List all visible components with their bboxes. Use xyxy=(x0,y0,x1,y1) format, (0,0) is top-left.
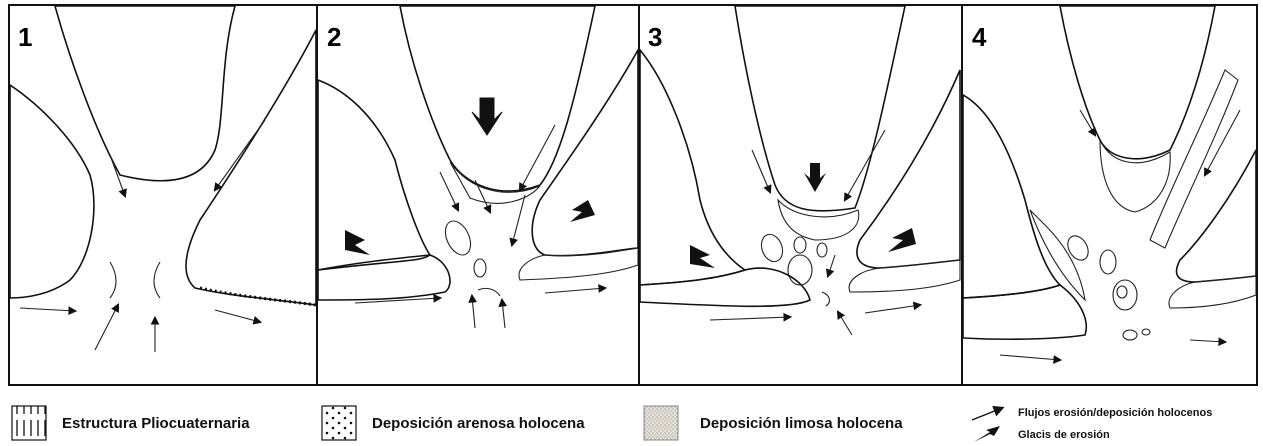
panel-4-number: 4 xyxy=(972,22,987,52)
panel-3-number: 3 xyxy=(648,22,662,52)
legend: Estructura Pliocuaternaria Deposición ar… xyxy=(12,406,1212,442)
panel-2: 2 xyxy=(318,6,638,328)
legend-glacis: Glacis de erosión xyxy=(974,426,1110,442)
legend-arenosa-label: Deposición arenosa holocena xyxy=(372,415,585,432)
legend-estructura-label: Estructura Pliocuaternaria xyxy=(62,415,250,432)
legend-limosa: Deposición limosa holocena xyxy=(644,406,903,440)
panel-1-number: 1 xyxy=(18,22,32,52)
legend-estructura: Estructura Pliocuaternaria xyxy=(12,406,250,440)
panel-2-number: 2 xyxy=(327,22,341,52)
legend-arenosa: Deposición arenosa holocena xyxy=(322,406,585,440)
legend-glacis-label: Glacis de erosión xyxy=(1018,429,1110,441)
panel-1: 1 xyxy=(10,6,316,352)
panel-3: 3 xyxy=(640,6,960,335)
legend-flujos-label: Flujos erosión/deposición holocenos xyxy=(1018,407,1212,419)
panel-4: 4 xyxy=(963,6,1256,360)
flow-arrow-icon xyxy=(972,408,1002,420)
glacis-arrow-icon xyxy=(974,426,1000,442)
legend-flujos: Flujos erosión/deposición holocenos xyxy=(972,407,1212,420)
legend-limosa-label: Deposición limosa holocena xyxy=(700,415,903,432)
